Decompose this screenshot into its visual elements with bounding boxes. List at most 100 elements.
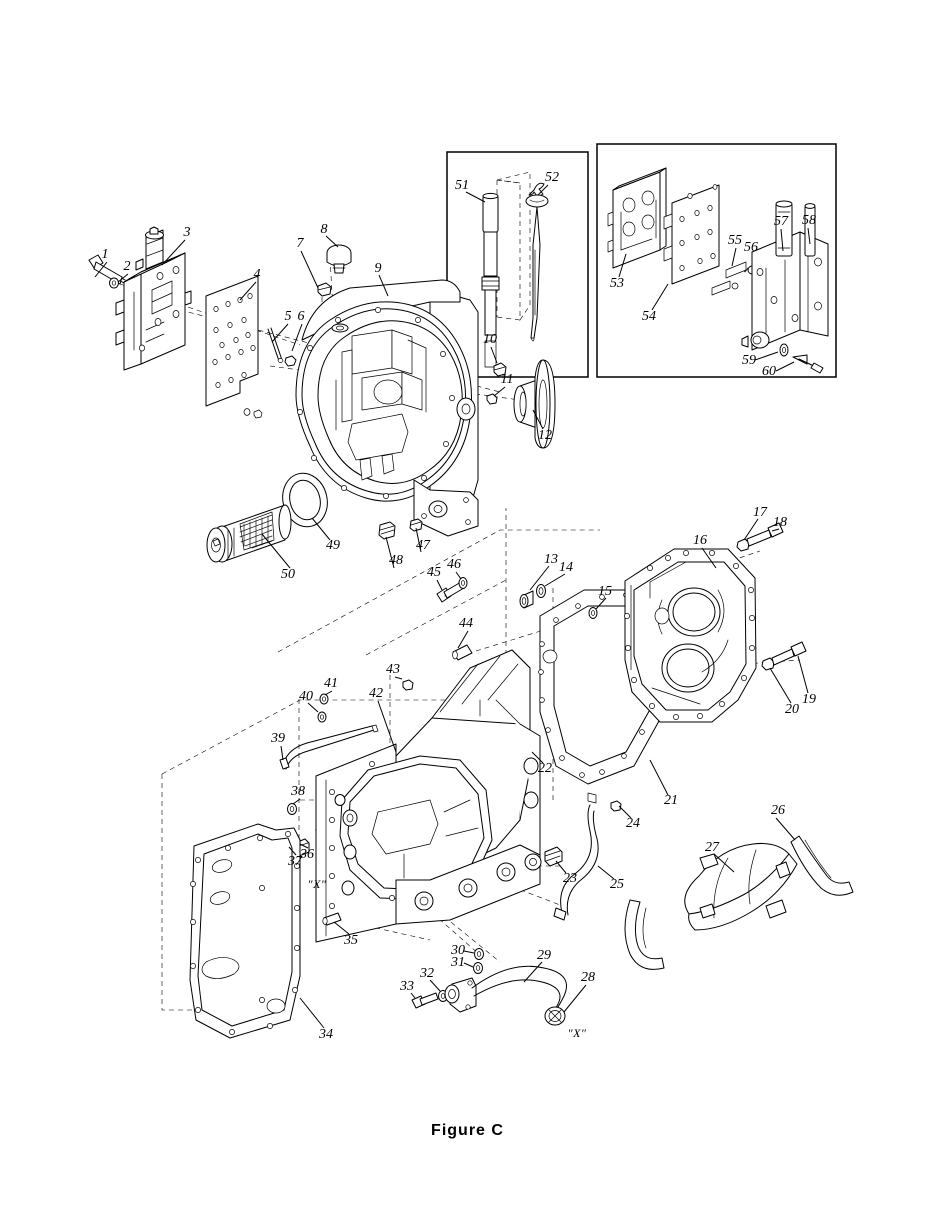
part-5b-small-parts [243, 408, 263, 419]
callout-44: 44 [459, 616, 473, 631]
callout-33: 33 [400, 979, 414, 994]
callout-56: 56 [744, 240, 758, 255]
part-39-rod [279, 724, 379, 770]
callout-3: 3 [183, 225, 191, 240]
part-15-pin [588, 607, 598, 619]
part-38-washer [287, 803, 297, 815]
part-51-tube [481, 192, 500, 368]
control-valve-assembly [88, 226, 352, 419]
part-25-tube [553, 792, 599, 921]
callout-24: 24 [626, 816, 640, 831]
part-8-breather [326, 244, 352, 274]
part-20-washer [761, 657, 775, 671]
part-12-flange-tube [513, 359, 556, 449]
part-9-bell-housing [295, 279, 479, 537]
callout-12: 12 [538, 428, 552, 443]
callout-1: 1 [101, 247, 109, 262]
callout-40: 40 [299, 689, 313, 704]
callout-25: 25 [610, 877, 624, 892]
callout-21: 21 [664, 793, 678, 808]
callout-39: 39 [271, 731, 285, 746]
part-33-bolt [411, 992, 439, 1009]
part-14-bushing [536, 584, 546, 598]
callout-57: 57 [774, 214, 788, 229]
callout-4: 4 [253, 267, 261, 282]
callout-35: 35 [344, 933, 358, 948]
callout-29: 29 [537, 948, 551, 963]
part-55b-spring [711, 280, 739, 296]
part-42-transmission-case [315, 649, 542, 943]
part-11-washer [486, 393, 498, 405]
part-27-shield [684, 843, 798, 931]
callout-43: 43 [386, 662, 400, 677]
callout-14: 14 [559, 560, 573, 575]
callout-27: 27 [705, 840, 719, 855]
callout-32: 32 [420, 966, 434, 981]
part-28-clamp [544, 1006, 566, 1026]
part-48-plug [378, 521, 396, 540]
callout-34: 34 [319, 1027, 333, 1042]
part-35-dowel [322, 912, 342, 926]
part-13-bushing [519, 590, 534, 609]
part-4-gasket-plate [205, 275, 259, 407]
callout-11: 11 [500, 372, 514, 387]
callout-19: 19 [802, 692, 816, 707]
callout-50: 50 [281, 567, 295, 582]
callout-51: 51 [455, 178, 469, 193]
part-5-pin [267, 327, 284, 363]
callout-52: 52 [545, 170, 559, 185]
part-41-washer [319, 693, 329, 705]
part-10-nut [493, 362, 507, 377]
callout-2: 2 [123, 259, 131, 274]
callout-7: 7 [296, 236, 304, 251]
callout-55: 55 [728, 233, 742, 248]
part-59-washer [779, 343, 789, 357]
inset-right-box [596, 143, 837, 378]
case-mount-bosses [414, 853, 542, 911]
callout-54: 54 [642, 309, 656, 324]
callout-26: 26 [771, 803, 785, 818]
part-26-bracket-left [624, 899, 665, 970]
callout-41: 41 [324, 676, 338, 691]
part-60-bolt [792, 354, 824, 374]
callout-60: 60 [762, 364, 776, 379]
part-16-rear-cover [624, 548, 757, 723]
callout-48: 48 [389, 553, 403, 568]
part-6-nut [284, 355, 297, 367]
part-54-separator-plate [663, 184, 720, 285]
callout-38: 38 [291, 784, 305, 799]
x-left-marker: "X" [307, 877, 327, 891]
part-3-control-valve [115, 226, 192, 371]
callout-53: 53 [610, 276, 624, 291]
callout-46: 46 [447, 557, 461, 572]
callout-31: 31 [451, 955, 465, 970]
callout-45: 45 [427, 565, 441, 580]
callout-42: 42 [369, 686, 383, 701]
callout-47: 47 [416, 538, 430, 553]
callout-16: 16 [693, 533, 707, 548]
callout-8: 8 [320, 222, 328, 237]
callout-17: 17 [753, 505, 767, 520]
part-2-washer [109, 277, 119, 289]
part-40-washer [317, 711, 327, 723]
callout-58: 58 [802, 213, 816, 228]
part-26-bracket-right [790, 835, 854, 896]
part-47-plug [409, 518, 423, 532]
part-7-plug [317, 282, 332, 297]
callout-10: 10 [483, 332, 497, 347]
callout-36: 36 [300, 847, 314, 862]
part-43-nut [402, 679, 414, 691]
callout-28: 28 [581, 970, 595, 985]
part-57-58-valve-body [741, 200, 829, 351]
part-31-washer [473, 962, 483, 974]
part-49-o-ring [282, 472, 328, 528]
part-52-dipstick [525, 182, 549, 342]
callout-18: 18 [773, 515, 787, 530]
part-46-washer [458, 577, 468, 589]
callout-30: 30 [451, 943, 465, 958]
callout-49: 49 [326, 538, 340, 553]
callout-20: 20 [785, 702, 799, 717]
part-34-gasket [189, 823, 301, 1039]
x-right-marker: "X" [567, 1026, 587, 1040]
